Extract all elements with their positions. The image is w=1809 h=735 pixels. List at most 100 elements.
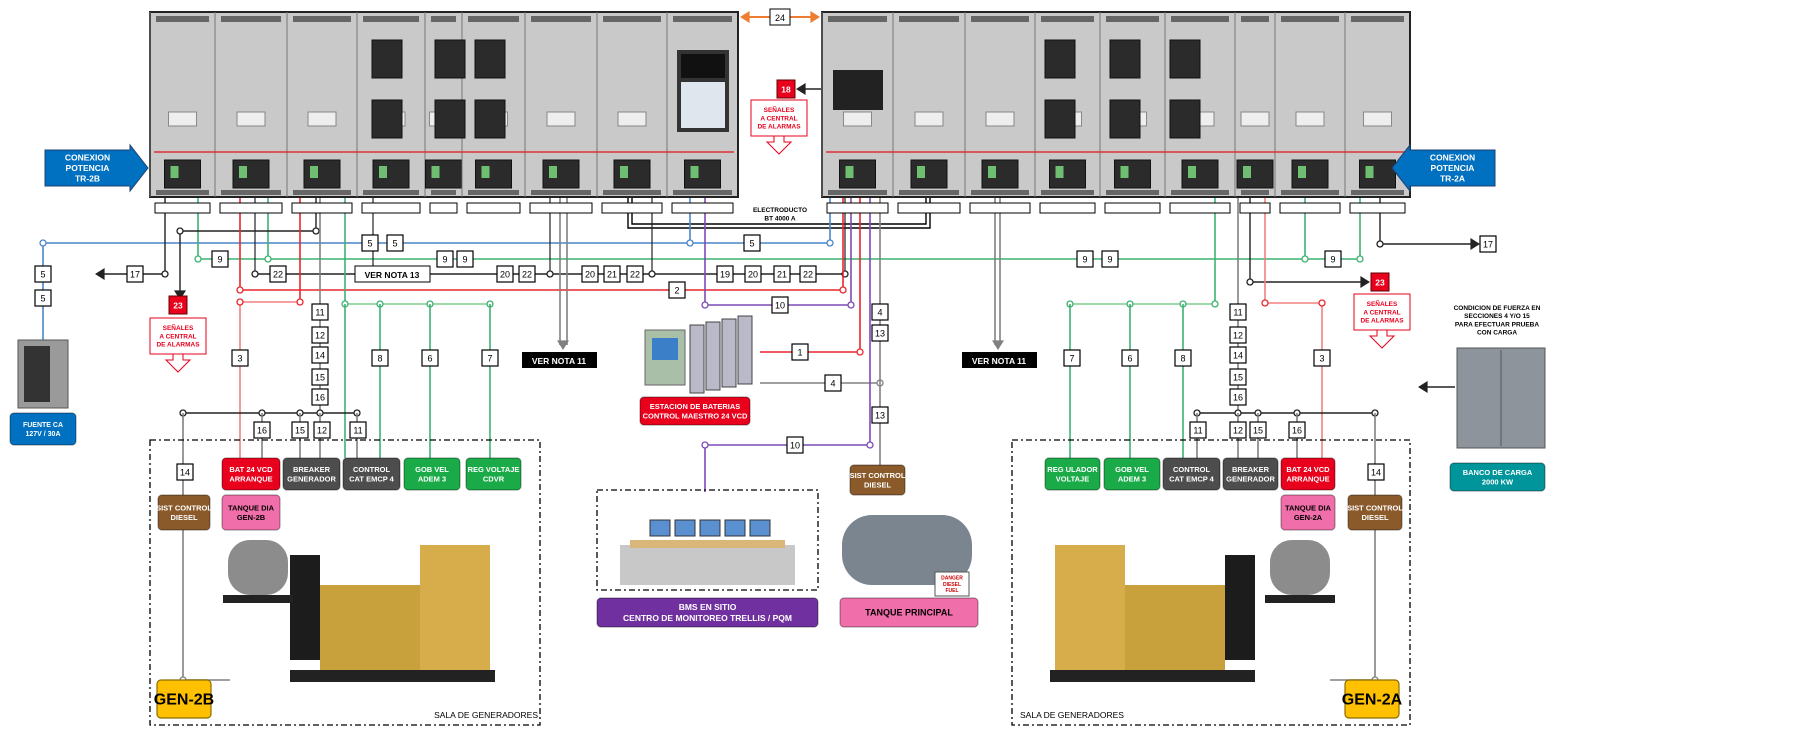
tank-body (1270, 540, 1330, 595)
breaker-icon (475, 159, 512, 189)
arrow-head-icon (1360, 276, 1370, 288)
alarm-signal-text: A CENTRAL (760, 115, 797, 122)
component-box-text: GEN-2A (1294, 513, 1323, 522)
component-box-text: TANQUE DIA (1285, 503, 1332, 512)
wire-number-box (361, 234, 379, 252)
tie-number-box (769, 8, 791, 26)
vent-icon (363, 190, 419, 195)
component-box-text: SIST CONTROL (156, 503, 212, 512)
breaker-indicator (170, 166, 179, 178)
breaker-indicator (690, 166, 699, 178)
arrow-head-icon (796, 83, 806, 95)
breaker-indicator (1120, 166, 1129, 178)
battery-monitor-screen (652, 338, 678, 360)
wire-number-box (1249, 421, 1267, 439)
wire-number: 11 (353, 426, 362, 436)
note-11-right-text: VER NOTA 11 (972, 356, 1027, 366)
vent-icon (1041, 190, 1094, 195)
breaker-icon (1169, 99, 1201, 139)
wire-number-box (668, 281, 686, 299)
breaker-indicator (239, 166, 247, 178)
wire-number: 7 (487, 354, 492, 364)
engine (320, 585, 420, 670)
alarm-signal-text: DE ALARMAS (1360, 317, 1404, 324)
wire-number-box (626, 265, 644, 283)
junction-dot (856, 348, 864, 356)
component-box-text: ADEM 3 (1118, 474, 1146, 483)
breaker-icon (1109, 99, 1141, 139)
bms-area (596, 489, 819, 591)
wire-number: 15 (1233, 373, 1243, 383)
arrow-head-icon (810, 11, 820, 23)
breaker-icon (474, 99, 506, 139)
alarm-code: 23 (1375, 278, 1385, 288)
wire-number: 9 (462, 255, 467, 265)
power-connection-text: TR-2A (1440, 174, 1465, 184)
breaker-icon (684, 159, 721, 189)
wire-number: 1 (797, 348, 802, 358)
breaker-icon (1044, 39, 1076, 79)
vent-icon (363, 16, 419, 22)
section-nameplate (1104, 202, 1161, 214)
alarm-signal-text: DE ALARMAS (757, 123, 801, 130)
wire-number-box (581, 265, 599, 283)
wire-number-box (386, 234, 404, 252)
breaker-indicator (379, 166, 387, 178)
wire-number: 14 (180, 468, 190, 478)
danger-sign-text: DANGER (941, 576, 963, 582)
meter-icon (985, 111, 1015, 127)
section-nameplate (671, 202, 734, 214)
wire-number: 12 (1233, 331, 1243, 341)
junction-dot (847, 301, 855, 309)
alarm-signal-box (149, 317, 207, 355)
load-bank-note: SECCIONES 4 Y/O 15 (1464, 313, 1530, 320)
arrow-down-icon (164, 353, 192, 373)
vent-icon (1171, 190, 1229, 195)
room-label: SALA DE GENERADORES (434, 710, 538, 720)
monitor-icon (649, 519, 671, 537)
breaker-icon (474, 39, 506, 79)
meter-icon (1240, 111, 1270, 127)
wire-number-box (1229, 303, 1247, 321)
wire-number: 5 (749, 239, 754, 249)
note-11-left-box (522, 352, 597, 368)
wire-number: 3 (237, 354, 242, 364)
wire-number: 21 (777, 270, 787, 280)
wire-number: 16 (257, 426, 267, 436)
diesel-control-box-text: SIST CONTROL (850, 471, 906, 480)
component-box (1162, 457, 1221, 491)
breaker-icon (1359, 159, 1396, 189)
breaker-icon (232, 159, 270, 189)
breaker-indicator (845, 166, 854, 178)
radiator (1225, 555, 1255, 660)
breaker-icon (371, 99, 403, 139)
wire-number: 5 (367, 239, 372, 249)
wire-number: 11 (1193, 426, 1202, 436)
wire-number-box (253, 421, 271, 439)
meter-icon (307, 111, 337, 127)
wire-number: 22 (273, 270, 283, 280)
component-box-text: GEN-2B (237, 513, 266, 522)
load-bank-note: PARA EFECTUAR PRUEBA (1455, 321, 1539, 328)
component-box (1280, 457, 1336, 491)
note-11-left-text: VER NOTA 11 (532, 356, 587, 366)
wire-number-box (1367, 463, 1385, 481)
monitor-icon (674, 519, 696, 537)
wire-number-box (311, 388, 329, 406)
control-panel-icon (833, 70, 883, 110)
alarm-signal-text: SEÑALES (764, 105, 795, 114)
component-box-text: GENERADOR (287, 474, 336, 483)
component-box-text: ARRANQUE (229, 474, 272, 483)
alarm-signal-text: SEÑALES (1367, 299, 1398, 308)
generator-name-box-text: GEN-2B (154, 692, 214, 709)
generator-room-gen2b (149, 439, 541, 726)
wire-number-box (126, 265, 144, 283)
monitor-icon (699, 519, 721, 537)
vent-icon (1351, 190, 1404, 195)
load-bank-note: CON CARGA (1477, 329, 1517, 336)
wire-number: 22 (522, 270, 532, 280)
bms-box-text: BMS EN SITIO (679, 602, 737, 612)
breaker-indicator (1055, 166, 1064, 178)
load-bank-box (1449, 462, 1546, 492)
alarm-signal-text: A CENTRAL (1363, 309, 1400, 316)
